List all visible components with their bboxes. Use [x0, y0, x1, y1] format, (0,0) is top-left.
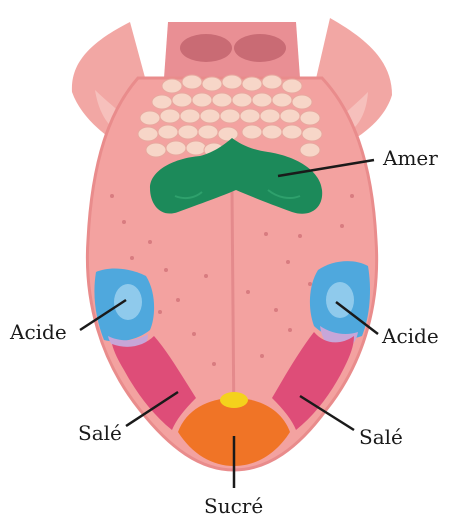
throat-hole-right	[234, 34, 286, 62]
label-amer: Amer	[383, 146, 438, 170]
label-sale-right: Salé	[359, 425, 403, 449]
label-sucre: Sucré	[204, 494, 263, 518]
label-acide-right: Acide	[382, 324, 439, 348]
sucre-tip	[220, 392, 248, 408]
throat-hole-left	[180, 34, 232, 62]
label-acide-left: Acide	[10, 320, 67, 344]
label-sale-left: Salé	[78, 421, 122, 445]
